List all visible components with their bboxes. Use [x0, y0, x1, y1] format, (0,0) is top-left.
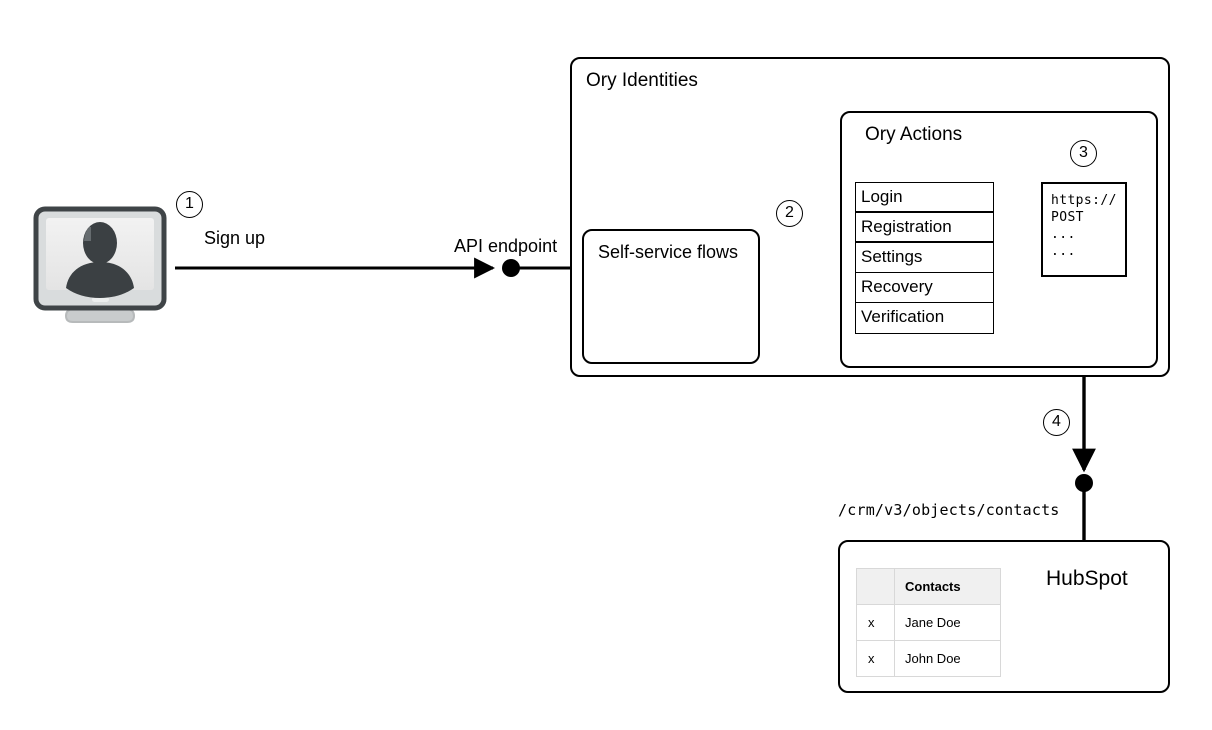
- api-endpoint-dot: [502, 259, 520, 277]
- user-monitor-icon: [33, 206, 167, 323]
- table-row[interactable]: x Jane Doe: [856, 604, 1001, 641]
- webhook-line-url: https://: [1051, 193, 1117, 208]
- sign-up-label: Sign up: [204, 228, 266, 248]
- table-header-row: Contacts: [856, 568, 1001, 605]
- webhook-line-ellipsis-1: ...: [1051, 227, 1076, 242]
- api-endpoint-connector: [502, 259, 572, 277]
- flow-row-settings[interactable]: Settings: [856, 243, 993, 273]
- step-badge-4: 4: [1043, 409, 1070, 436]
- webhook-line-ellipsis-2: ...: [1051, 244, 1076, 259]
- hubspot-box: HubSpot Contacts x Jane Doe x John Doe: [838, 540, 1170, 693]
- flow-row-registration[interactable]: Registration: [856, 213, 993, 243]
- row-contact-name: John Doe: [894, 640, 1001, 677]
- ory-identities-title: Ory Identities: [586, 70, 698, 91]
- table-header-blank: [856, 568, 895, 605]
- self-service-flows-title: Self-service flows: [598, 242, 739, 262]
- api-endpoint-label: API endpoint: [454, 236, 558, 256]
- webhook-code-box: https:// POST ... ...: [1041, 182, 1127, 277]
- step-badge-2: 2: [776, 200, 803, 227]
- row-contact-name: Jane Doe: [894, 604, 1001, 641]
- flow-row-recovery[interactable]: Recovery: [856, 273, 993, 303]
- row-mark: x: [856, 604, 895, 641]
- crm-path-label: /crm/v3/objects/contacts: [838, 501, 1060, 519]
- step-badge-1: 1: [176, 191, 203, 218]
- contacts-table: Contacts x Jane Doe x John Doe: [856, 568, 1001, 677]
- table-header-contacts: Contacts: [894, 568, 1001, 605]
- step-badge-3: 3: [1070, 140, 1097, 167]
- flow-row-verification[interactable]: Verification: [856, 303, 993, 333]
- hubspot-title: HubSpot: [1046, 567, 1128, 590]
- webhook-line-method: POST: [1051, 210, 1084, 225]
- hubspot-endpoint-dot: [1075, 474, 1093, 492]
- flow-list: Login Registration Settings Recovery Ver…: [855, 182, 994, 334]
- table-row[interactable]: x John Doe: [856, 640, 1001, 677]
- row-mark: x: [856, 640, 895, 677]
- self-service-flows-box: Self-service flows: [582, 229, 760, 364]
- flow-row-login[interactable]: Login: [856, 183, 993, 213]
- ory-actions-title: Ory Actions: [865, 124, 963, 145]
